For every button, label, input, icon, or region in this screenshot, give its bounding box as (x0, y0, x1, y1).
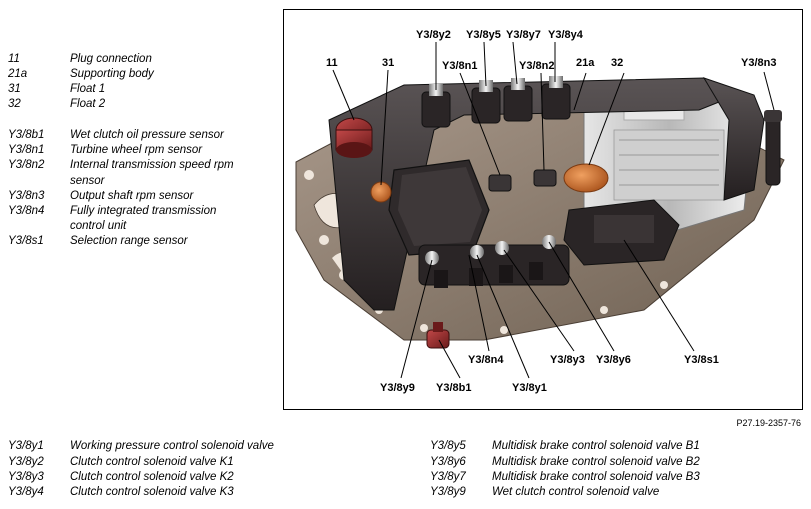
callout-y3-8n3: Y3/8n3 (741, 57, 776, 69)
selection-range-sensor (563, 199, 680, 266)
callout-y3-8y6: Y3/8y6 (596, 354, 631, 366)
supporting-body (328, 77, 765, 311)
rpm-sensors (488, 110, 782, 192)
callout-32: 32 (611, 57, 623, 69)
plug-connection (335, 117, 373, 158)
callout-y3-8y7: Y3/8y7 (506, 29, 541, 41)
callout-y3-8y2: Y3/8y2 (416, 29, 451, 41)
callout-y3-8y3: Y3/8y3 (550, 354, 585, 366)
figure-reference: P27.19-2357-76 (736, 418, 801, 428)
callout-y3-8y5: Y3/8y5 (466, 29, 501, 41)
callout-y3-8n2: Y3/8n2 (519, 60, 554, 72)
diagram-frame: Y3/8y2 Y3/8y5 Y3/8y7 Y3/8y4 Y3/8n1 Y3/8n… (283, 9, 803, 410)
callout-y3-8y9: Y3/8y9 (380, 382, 415, 394)
control-unit-cover (388, 159, 490, 256)
callout-11: 11 (326, 57, 338, 69)
upper-solenoid-row (421, 76, 571, 128)
leader-lines (332, 41, 775, 379)
callout-y3-8y4: Y3/8y4 (548, 29, 584, 41)
float-2 (563, 163, 609, 193)
callout-y3-8b1: Y3/8b1 (436, 382, 471, 394)
valve-body-illustration: Y3/8y2 Y3/8y5 Y3/8y7 Y3/8y4 Y3/8n1 Y3/8n… (295, 29, 785, 394)
callout-21a: 21a (576, 57, 595, 69)
callout-y3-8s1: Y3/8s1 (684, 354, 719, 366)
callout-31: 31 (382, 57, 394, 69)
callout-y3-8n4: Y3/8n4 (468, 354, 504, 366)
callout-y3-8y1: Y3/8y1 (512, 382, 547, 394)
oil-pressure-sensor (426, 322, 450, 349)
callout-y3-8n1: Y3/8n1 (442, 60, 477, 72)
